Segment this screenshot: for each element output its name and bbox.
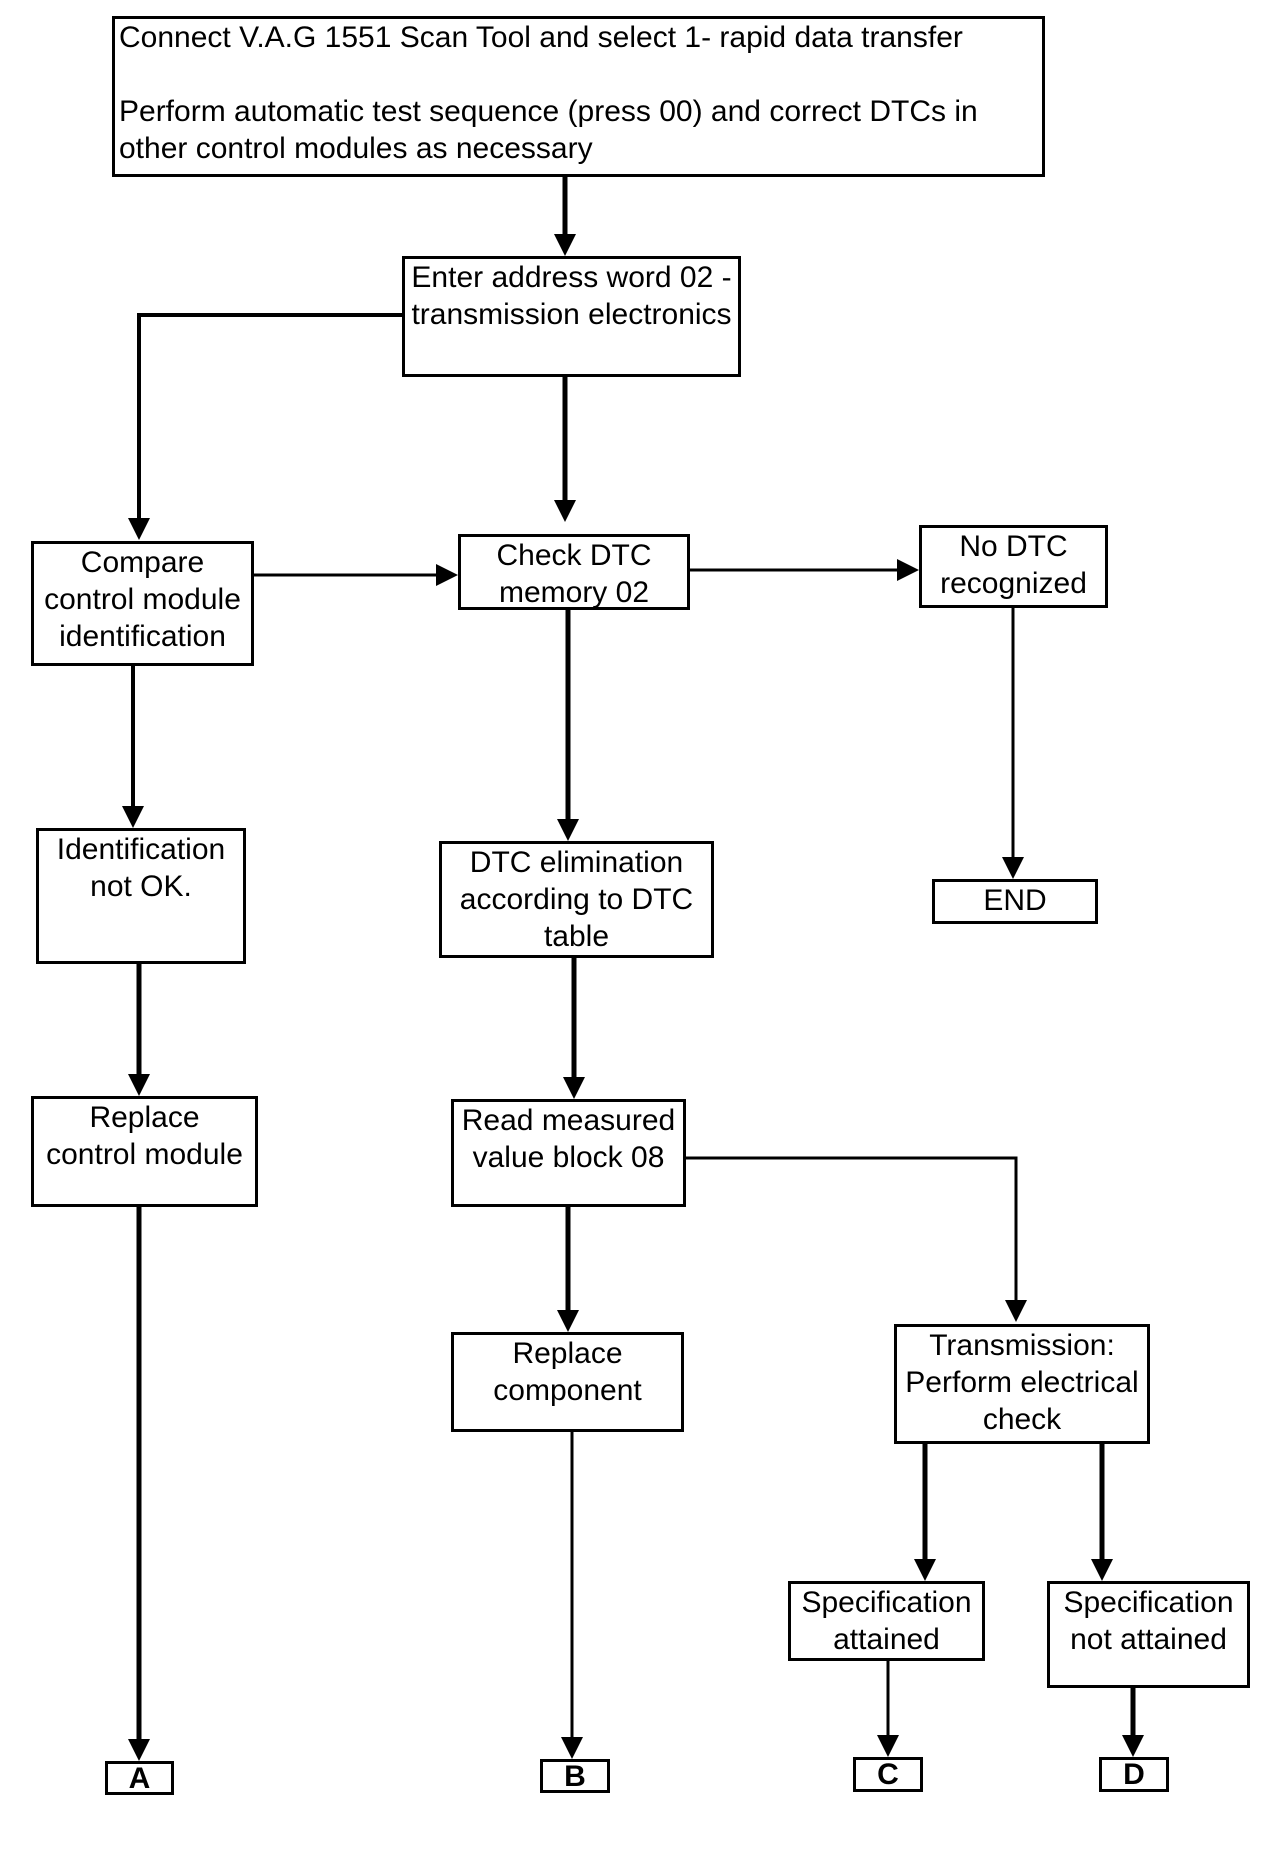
- node-enter-address-word: Enter address word 02 - transmission ele…: [402, 256, 741, 377]
- node-text-line: memory 02: [498, 576, 650, 609]
- arrow-compare-module-to-check-dtc: [254, 564, 458, 586]
- arrow-read-measured-to-replace-component: [557, 1207, 579, 1332]
- terminal-b: B: [540, 1759, 610, 1793]
- terminal-c: C: [853, 1757, 923, 1792]
- arrowhead: [122, 806, 144, 828]
- arrow-enter-address-to-compare-module: [128, 313, 402, 540]
- arrowhead: [554, 234, 576, 256]
- arrowhead: [554, 500, 576, 522]
- node-text-line: Specification: [1063, 1586, 1234, 1619]
- node-replace-control-module: Replace control module: [31, 1096, 258, 1207]
- node-text-line: Replace: [512, 1337, 623, 1370]
- node-text-line: component: [493, 1374, 642, 1407]
- arrowhead: [897, 559, 919, 581]
- node-text-line: Replace: [89, 1101, 200, 1134]
- node-end: END: [932, 879, 1098, 924]
- arrow-check-dtc-to-no-dtc: [690, 559, 919, 581]
- node-text-line: attained: [833, 1623, 940, 1656]
- arrowhead: [1005, 1300, 1027, 1322]
- node-read-measured-value-block: Read measured value block 08: [451, 1099, 686, 1207]
- node-replace-component: Replace component: [451, 1332, 684, 1432]
- arrowhead: [1091, 1559, 1113, 1581]
- node-text-line: DTC elimination: [469, 846, 684, 879]
- node-text-line: transmission electronics: [411, 298, 732, 331]
- node-text-line: Compare: [80, 546, 205, 579]
- node-specification-attained: Specification attained: [788, 1581, 985, 1661]
- arrow-replace-component-to-terminal-b: [561, 1432, 583, 1759]
- node-text-line: control module: [46, 1138, 243, 1171]
- node-specification-not-attained: Specification not attained: [1047, 1581, 1250, 1688]
- node-identification-not-ok: Identification not OK.: [36, 828, 246, 964]
- node-text-line: Specification: [801, 1586, 972, 1619]
- node-text-line: Enter address word 02 -: [411, 261, 732, 294]
- node-text-line: control module: [44, 583, 241, 616]
- node-no-dtc-recognized: No DTC recognized: [919, 525, 1108, 608]
- node-connect-scan-tool: Connect V.A.G 1551 Scan Tool and select …: [112, 16, 1045, 177]
- connector-line: [686, 1156, 1018, 1302]
- arrowhead: [128, 1739, 150, 1761]
- arrowhead: [557, 1310, 579, 1332]
- terminal-a: A: [105, 1761, 174, 1795]
- arrow-transmission-check-to-spec-not-attained: [1091, 1444, 1113, 1581]
- arrowhead: [1122, 1735, 1144, 1757]
- node-text-line: recognized: [940, 567, 1087, 600]
- arrow-spec-not-attained-to-terminal-d: [1122, 1688, 1144, 1757]
- node-text-line: Identification: [56, 833, 226, 866]
- arrowhead: [563, 1077, 585, 1099]
- node-compare-module-identification: Compare control module identification: [31, 541, 254, 666]
- node-text-line: Connect V.A.G 1551 Scan Tool and select …: [119, 21, 963, 54]
- node-text-line: other control modules as necessary: [119, 132, 593, 165]
- node-text-line: Check DTC: [496, 539, 652, 572]
- arrow-replace-control-module-to-terminal-a: [128, 1207, 150, 1761]
- node-text-line: according to DTC: [459, 883, 694, 916]
- node-text-line: check: [982, 1403, 1062, 1436]
- arrowhead: [436, 564, 458, 586]
- node-transmission-electrical-check: Transmission: Perform electrical check: [894, 1324, 1150, 1444]
- arrow-dtc-elimination-to-read-measured: [563, 958, 585, 1099]
- arrowhead: [128, 518, 150, 540]
- arrow-compare-module-to-identification-not-ok: [122, 666, 144, 828]
- arrowhead: [877, 1735, 899, 1757]
- node-text-line: Read measured: [461, 1104, 676, 1137]
- node-text-line: No DTC: [959, 530, 1068, 563]
- node-text-line: Transmission:: [929, 1329, 1115, 1362]
- node-text-line: value block 08: [472, 1141, 665, 1174]
- arrowhead: [561, 1737, 583, 1759]
- arrow-transmission-check-to-spec-attained: [914, 1444, 936, 1581]
- node-text-line: Perform electrical: [905, 1366, 1139, 1399]
- node-check-dtc-memory: Check DTC memory 02: [458, 534, 690, 610]
- arrow-no-dtc-to-end: [1002, 608, 1024, 879]
- node-text-line: identification: [59, 620, 226, 653]
- connector-line: [137, 313, 402, 520]
- arrow-start-to-enter-address: [554, 177, 576, 256]
- arrow-spec-attained-to-terminal-c: [877, 1661, 899, 1757]
- node-text-line: table: [543, 920, 610, 953]
- arrow-read-measured-to-transmission-check: [686, 1156, 1027, 1322]
- node-text-line: not OK.: [90, 870, 192, 903]
- arrow-check-dtc-to-dtc-elimination: [557, 610, 579, 841]
- arrow-identification-not-ok-to-replace-control-module: [128, 964, 150, 1096]
- arrowhead: [1002, 857, 1024, 879]
- node-text-line: END: [983, 884, 1047, 917]
- arrow-enter-address-to-check-dtc: [554, 377, 576, 522]
- node-text-line: Perform automatic test sequence (press 0…: [119, 95, 978, 128]
- arrowhead: [128, 1074, 150, 1096]
- terminal-d: D: [1099, 1757, 1169, 1792]
- node-text-line: not attained: [1070, 1623, 1227, 1656]
- arrowhead: [557, 819, 579, 841]
- node-dtc-elimination: DTC elimination according to DTC table: [439, 841, 714, 958]
- arrowhead: [914, 1559, 936, 1581]
